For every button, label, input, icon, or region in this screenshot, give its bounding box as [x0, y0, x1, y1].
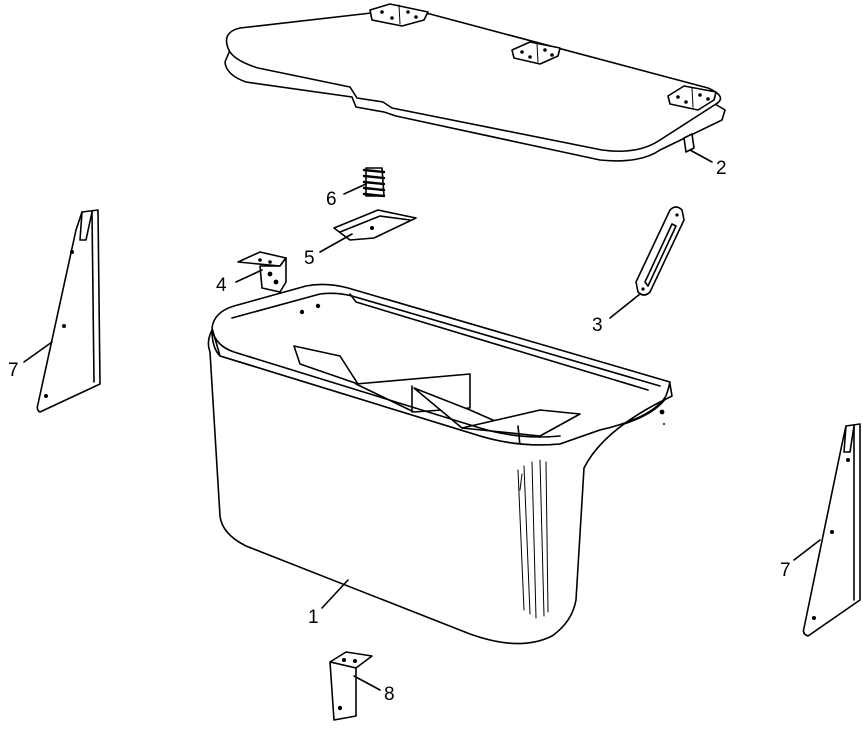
lid-part: [224, 3, 726, 162]
leader-5: [319, 233, 353, 253]
callout-1: 1: [308, 607, 319, 628]
latch-plate-part: [333, 209, 417, 241]
lid-latch: [683, 133, 695, 153]
callout-2: 2: [716, 158, 727, 179]
lid-hinge-middle: [511, 41, 561, 65]
callout-7-left: 7: [8, 360, 19, 381]
leader-4: [235, 269, 263, 283]
box-part: [207, 283, 673, 645]
lid-hinge-right: [667, 85, 717, 111]
lid-hinge-left: [369, 3, 429, 27]
callout-5: 5: [304, 248, 315, 269]
leader-3: [609, 293, 641, 319]
callout-6: 6: [326, 189, 337, 210]
leader-7b: [793, 539, 821, 561]
callout-8: 8: [384, 684, 395, 705]
handle-part: [635, 206, 685, 296]
leader-1: [321, 579, 349, 609]
side-support-right: [802, 423, 861, 637]
callout-4: 4: [216, 275, 227, 296]
leader-6: [343, 183, 367, 195]
spring-part: [362, 167, 386, 198]
callout-3: 3: [592, 315, 603, 336]
leader-2: [689, 149, 713, 163]
callout-labels: 1 2 3 4 5 6 7 7 8: [8, 158, 791, 705]
leader-8: [353, 675, 381, 691]
leader-lines: [23, 149, 821, 691]
leader-7a: [23, 341, 53, 363]
bracket-part: [237, 251, 287, 293]
callout-7-right: 7: [780, 560, 791, 581]
small-bracket-part: [329, 651, 373, 721]
side-support-left: [36, 209, 101, 413]
